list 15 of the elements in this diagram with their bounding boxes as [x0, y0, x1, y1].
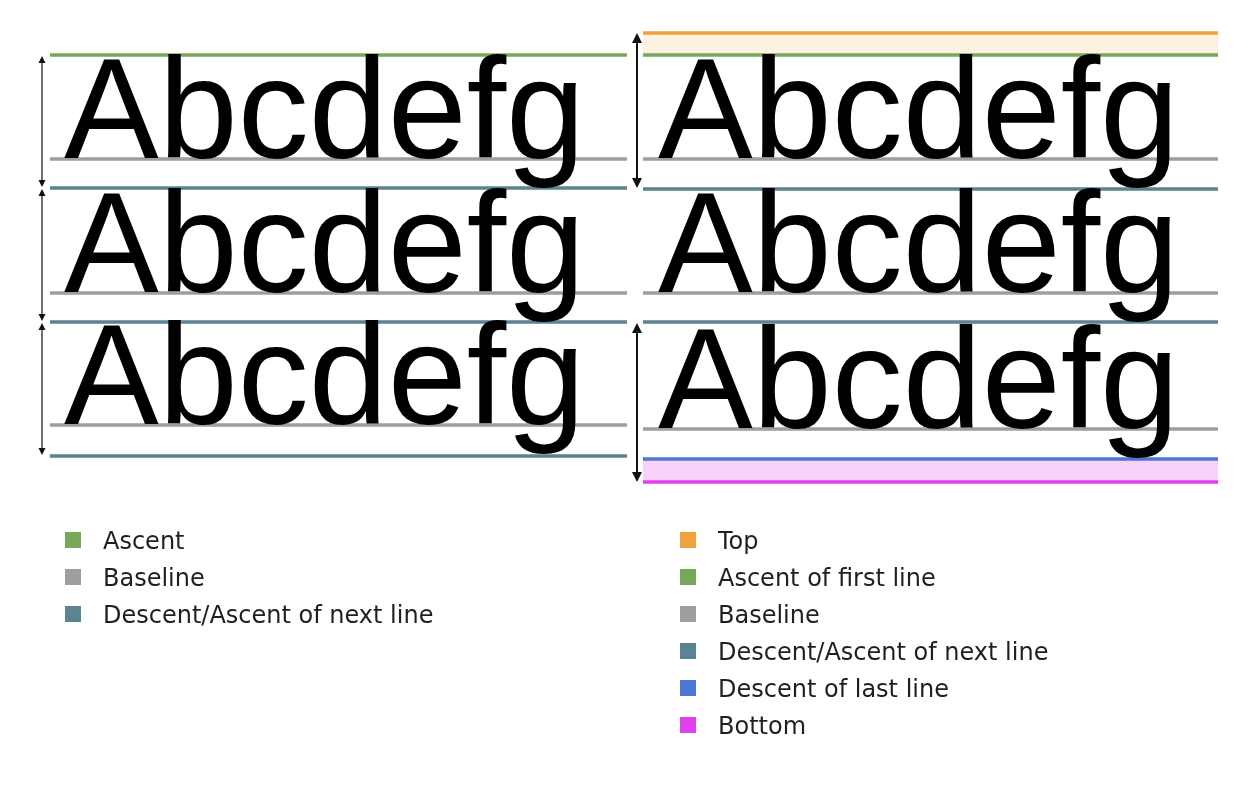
legend-label: Ascent	[103, 527, 185, 555]
legend-label: Baseline	[103, 564, 205, 592]
legend-label: Ascent of first line	[718, 564, 936, 592]
legend-label: Descent of last line	[718, 675, 949, 703]
sample-text: Abcdefg	[64, 55, 586, 189]
sample-text: Abcdefg	[64, 321, 586, 455]
legend-label: Bottom	[718, 712, 807, 740]
legend-label: Descent/Ascent of next line	[103, 601, 434, 629]
legend-label: Descent/Ascent of next line	[718, 638, 1049, 666]
sample-text: Abcdefg	[64, 189, 586, 323]
legend-label: Baseline	[718, 601, 820, 629]
sample-text: Abcdefg	[658, 325, 1180, 459]
sample-text: Abcdefg	[658, 55, 1180, 189]
legend-label: Top	[718, 527, 759, 555]
sample-text: Abcdefg	[658, 189, 1180, 323]
